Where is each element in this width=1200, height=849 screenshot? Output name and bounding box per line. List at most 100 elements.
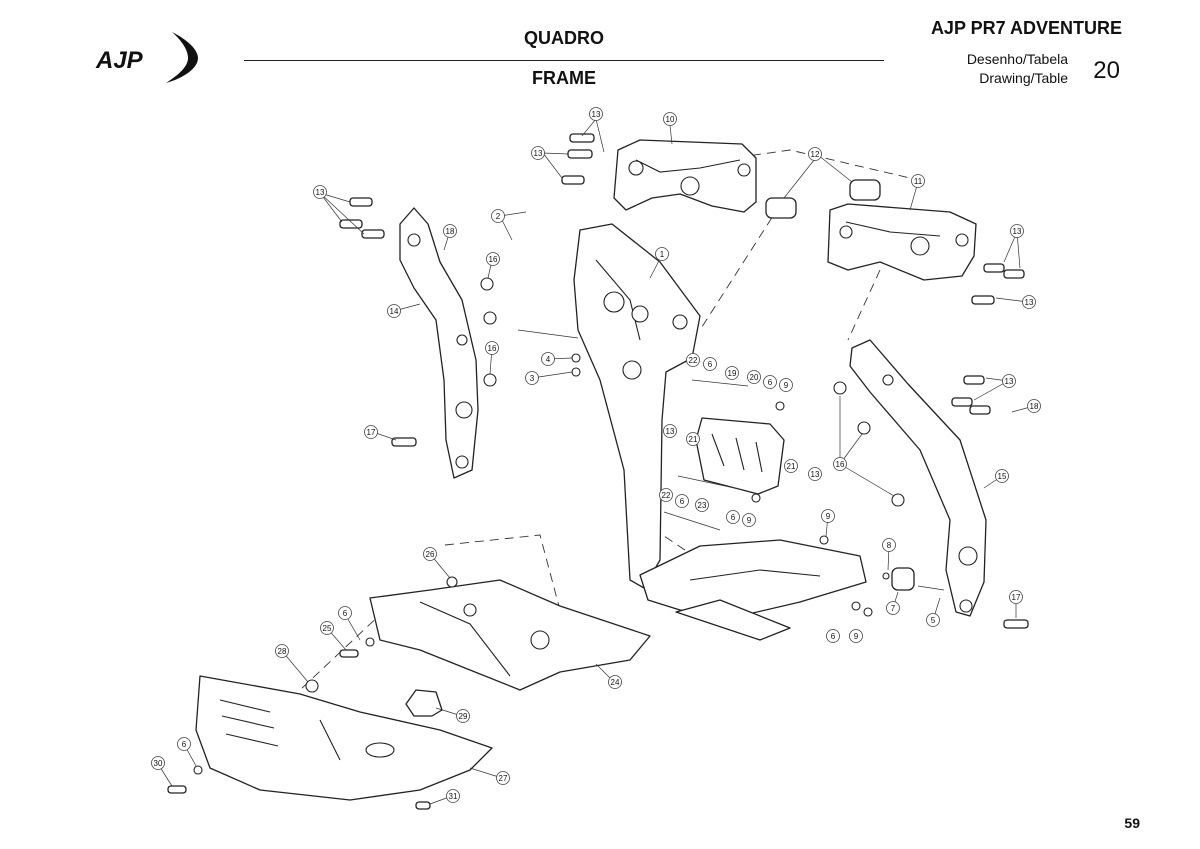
- svg-text:30: 30: [154, 759, 163, 768]
- svg-text:1: 1: [660, 250, 665, 259]
- svg-text:9: 9: [784, 381, 789, 390]
- svg-text:6: 6: [182, 740, 187, 749]
- svg-text:25: 25: [323, 624, 332, 633]
- svg-text:15: 15: [998, 472, 1007, 481]
- svg-text:22: 22: [689, 356, 698, 365]
- svg-text:6: 6: [768, 378, 773, 387]
- part-7-spacer: [891, 567, 915, 591]
- svg-text:17: 17: [367, 428, 376, 437]
- svg-text:9: 9: [747, 516, 752, 525]
- svg-text:27: 27: [499, 774, 508, 783]
- svg-text:23: 23: [698, 501, 707, 510]
- part-14-left-subframe: [399, 207, 479, 479]
- svg-text:5: 5: [931, 616, 936, 625]
- callout-27: 27: [496, 771, 510, 785]
- svg-text:18: 18: [446, 227, 455, 236]
- callout-13h: 13: [808, 467, 822, 481]
- ajp-logo: AJP: [88, 28, 200, 86]
- svg-text:16: 16: [836, 460, 845, 469]
- callout-13d: 13: [1010, 224, 1024, 238]
- lower-cradle: [639, 539, 867, 641]
- svg-text:8: 8: [887, 541, 892, 550]
- callout-2: 2: [491, 209, 505, 223]
- callout-9c: 9: [821, 509, 835, 523]
- svg-text:4: 4: [546, 355, 551, 364]
- title-english: FRAME: [532, 68, 596, 88]
- svg-text:21: 21: [787, 462, 796, 471]
- svg-text:6: 6: [708, 360, 713, 369]
- svg-text:21: 21: [689, 435, 698, 444]
- svg-text:24: 24: [611, 678, 620, 687]
- callout-24: 24: [608, 675, 622, 689]
- callout-17a: 17: [364, 425, 378, 439]
- callout-4: 4: [541, 352, 555, 366]
- callout-6e: 6: [338, 606, 352, 620]
- callout-20: 20: [747, 370, 761, 384]
- callout-9d: 9: [849, 629, 863, 643]
- fasteners: [167, 133, 1029, 810]
- callout-13g: 13: [663, 424, 677, 438]
- callout-13f: 13: [1002, 374, 1016, 388]
- callout-3: 3: [525, 371, 539, 385]
- model-name: AJP PR7 ADVENTURE: [930, 18, 1122, 38]
- callout-22a: 22: [686, 353, 700, 367]
- callout-15: 15: [995, 469, 1009, 483]
- callout-28: 28: [275, 644, 289, 658]
- callout-13e: 13: [1022, 295, 1036, 309]
- drawing-label-en: Drawing/Table: [979, 70, 1068, 86]
- callout-22b: 22: [659, 488, 673, 502]
- svg-text:17: 17: [1012, 593, 1021, 602]
- svg-text:19: 19: [728, 369, 737, 378]
- svg-text:18: 18: [1030, 402, 1039, 411]
- callout-16a: 16: [486, 252, 500, 266]
- svg-text:11: 11: [914, 177, 923, 186]
- callout-17b: 17: [1009, 590, 1023, 604]
- callout-21b: 21: [784, 459, 798, 473]
- svg-text:16: 16: [488, 344, 497, 353]
- svg-text:13: 13: [811, 470, 820, 479]
- callout-9b: 9: [742, 513, 756, 527]
- svg-text:13: 13: [1013, 227, 1022, 236]
- callout-6g: 6: [177, 737, 191, 751]
- callout-13b: 13: [531, 146, 545, 160]
- callout-12: 12: [808, 147, 822, 161]
- svg-text:14: 14: [390, 307, 399, 316]
- callout-21a: 21: [686, 432, 700, 446]
- callout-6a: 6: [703, 357, 717, 371]
- svg-text:12: 12: [811, 150, 820, 159]
- callout-7: 7: [886, 601, 900, 615]
- svg-text:13: 13: [1025, 298, 1034, 307]
- svg-text:6: 6: [680, 497, 685, 506]
- header-divider: [244, 60, 884, 61]
- svg-text:20: 20: [750, 373, 759, 382]
- drawing-table-label: Desenho/Tabela Drawing/Table: [967, 50, 1068, 88]
- svg-text:13: 13: [1005, 377, 1014, 386]
- svg-text:6: 6: [731, 513, 736, 522]
- svg-text:7: 7: [891, 604, 896, 613]
- part-29-clamp: [405, 689, 443, 717]
- svg-text:13: 13: [534, 149, 543, 158]
- svg-text:AJP: AJP: [95, 47, 144, 74]
- svg-text:3: 3: [530, 374, 535, 383]
- page-number: 59: [1124, 815, 1140, 831]
- callout-13a: 13: [589, 107, 603, 121]
- callout-13c: 13: [313, 185, 327, 199]
- drawing-label-pt: Desenho/Tabela: [966, 51, 1068, 67]
- callout-10: 10: [663, 112, 677, 126]
- part-11-right-bracket: [827, 203, 977, 281]
- title-portuguese: QUADRO: [524, 28, 604, 48]
- callout-18a: 18: [443, 224, 457, 238]
- svg-text:16: 16: [489, 255, 498, 264]
- svg-text:9: 9: [826, 512, 831, 521]
- part-10-upper-bracket: [613, 139, 757, 213]
- svg-text:13: 13: [316, 188, 325, 197]
- callout-30: 30: [151, 756, 165, 770]
- part-27-bash-plate: [195, 675, 493, 801]
- callout-14: 14: [387, 304, 401, 318]
- callout-18b: 18: [1027, 399, 1041, 413]
- callout-1: 1: [655, 247, 669, 261]
- svg-text:2: 2: [496, 212, 501, 221]
- callout-8: 8: [882, 538, 896, 552]
- callout-19: 19: [725, 366, 739, 380]
